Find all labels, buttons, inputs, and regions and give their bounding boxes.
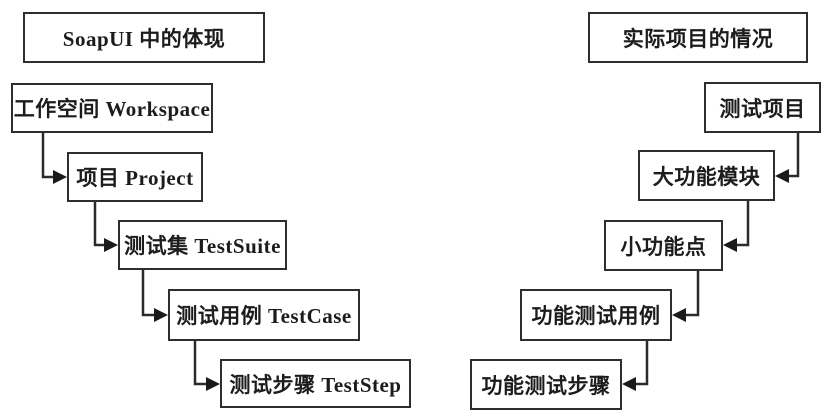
node-small-function-point: 小功能点 — [604, 220, 723, 271]
connector-functestcase-functeststep — [634, 341, 649, 386]
arrowhead-right-project — [53, 170, 67, 184]
node-workspace: 工作空间 Workspace — [11, 83, 213, 133]
arrowhead-left-functestcase — [672, 308, 686, 322]
connector-smallfeature-functestcase — [684, 271, 700, 317]
node-testcase: 测试用例 TestCase — [168, 289, 360, 341]
arrowhead-left-bigmodule — [775, 169, 789, 183]
connector-project-testsuite — [93, 202, 107, 247]
right-column-header: 实际项目的情况 — [588, 12, 808, 63]
connector-testproject-bigmodule — [786, 133, 800, 178]
node-function-testcase: 功能测试用例 — [520, 289, 672, 341]
node-teststep: 测试步骤 TestStep — [220, 359, 411, 408]
left-column-header: SoapUI 中的体现 — [23, 12, 265, 63]
arrowhead-left-functeststep — [622, 377, 636, 391]
node-function-teststep: 功能测试步骤 — [470, 359, 622, 410]
connector-workspace-project — [41, 133, 56, 179]
node-big-function-module: 大功能模块 — [638, 150, 775, 201]
connector-testcase-teststep — [193, 341, 209, 386]
arrowhead-right-testcase — [154, 308, 168, 322]
connector-testsuite-testcase — [141, 270, 157, 317]
arrowhead-right-teststep — [206, 377, 220, 391]
node-project: 项目 Project — [67, 152, 203, 202]
arrowhead-left-smallfeature — [723, 238, 737, 252]
node-testsuite: 测试集 TestSuite — [118, 220, 287, 270]
arrowhead-right-testsuite — [104, 238, 118, 252]
connector-bigmodule-smallfeature — [736, 201, 750, 247]
node-test-project: 测试项目 — [704, 82, 821, 133]
